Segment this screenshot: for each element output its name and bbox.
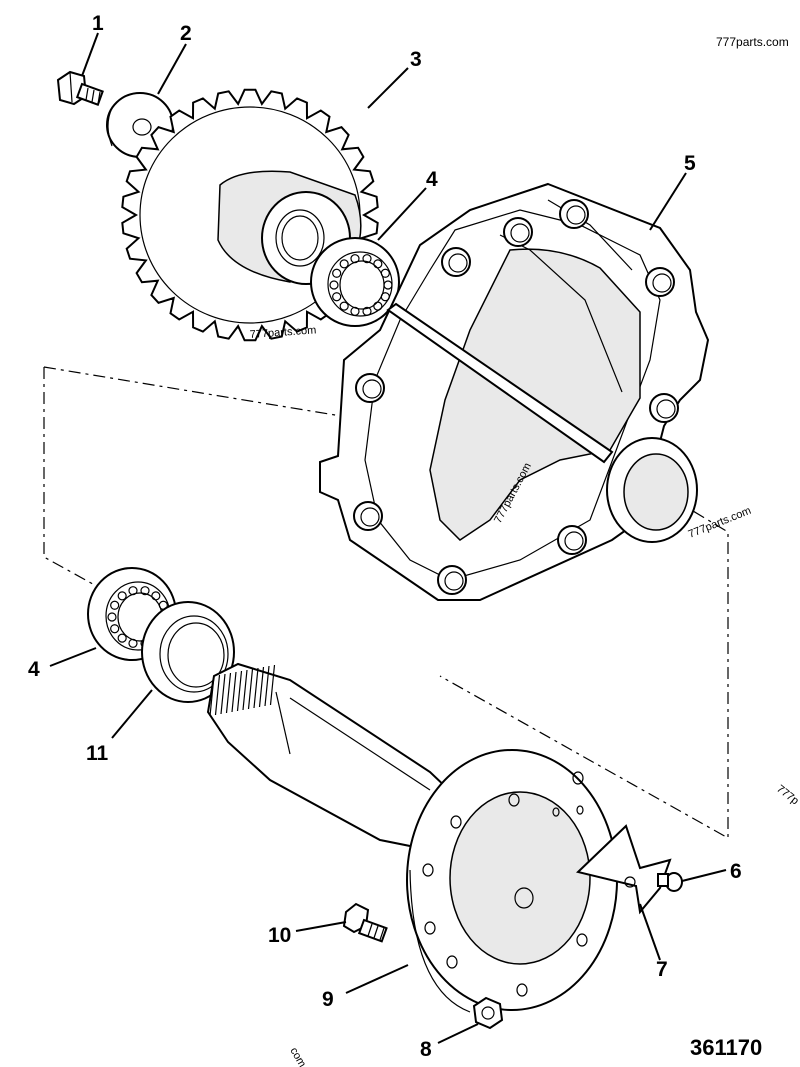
callout-8: 8 <box>420 1038 432 1061</box>
flange-hole <box>424 921 436 935</box>
spline-line <box>253 667 259 709</box>
spline-line <box>247 668 254 710</box>
callout-labels: 1 2 3 4 5 4 11 6 7 10 9 8 <box>28 12 742 1061</box>
watermark-right-edge: 777p <box>774 783 800 808</box>
bearing-ball <box>373 301 383 311</box>
callout-7: 7 <box>656 958 668 981</box>
housing-bolt-hole <box>564 531 584 551</box>
leader-lines <box>49 32 727 1044</box>
figure-number: 361170 <box>690 1035 762 1060</box>
bearing-ball <box>380 268 390 278</box>
watermark-bottom: com <box>287 1046 308 1067</box>
watermark-sprocket: 777parts.com <box>249 324 316 341</box>
bearing-ball <box>383 280 393 290</box>
callout-2: 2 <box>180 22 192 45</box>
flange-hole <box>572 771 584 785</box>
part-bolt-1 <box>56 70 104 106</box>
callout-6: 6 <box>730 860 742 883</box>
flange-hole <box>576 933 588 947</box>
spline-line <box>258 666 265 708</box>
spline-line <box>269 664 276 706</box>
spline-line <box>225 672 232 714</box>
spline-line <box>214 674 221 716</box>
bearing-ball <box>128 586 138 596</box>
callout-1: 1 <box>92 12 104 35</box>
bearing-ball <box>362 254 372 264</box>
bearing-ball <box>110 624 120 634</box>
housing-bolt-hole <box>444 571 464 591</box>
bearing-ball <box>329 280 339 290</box>
housing-bolt-hole <box>362 379 382 399</box>
callout-11: 11 <box>86 742 109 765</box>
callout-9: 9 <box>322 988 334 1011</box>
bearing-ball <box>332 268 342 278</box>
flange-hole <box>450 815 462 829</box>
bearing-ball <box>151 591 161 601</box>
part-housing-5 <box>319 182 710 601</box>
housing-bolt-hole <box>510 223 530 243</box>
callout-10: 10 <box>268 924 291 947</box>
part-seal-11 <box>141 601 235 703</box>
bearing-ball <box>140 586 150 596</box>
flange-hole <box>516 983 528 997</box>
callout-4-upper: 4 <box>426 168 438 191</box>
bearing-ball <box>373 259 383 269</box>
flange-hole <box>508 793 520 807</box>
part-axle-shaft-9 <box>206 662 618 1013</box>
bearing-ball <box>128 638 138 648</box>
bearing-ball <box>107 612 117 622</box>
bearing-ball <box>110 600 120 610</box>
flange-hole <box>576 805 584 815</box>
bearing-ball <box>332 292 342 302</box>
spline-line <box>209 675 215 717</box>
bearing-ball <box>339 259 349 269</box>
spline-line <box>231 671 237 713</box>
part-bolt-10 <box>342 902 388 943</box>
spline-line <box>264 665 270 707</box>
callout-3: 3 <box>410 48 422 71</box>
spline-line <box>236 670 243 712</box>
housing-bolt-hole <box>652 273 672 293</box>
flange-hole <box>552 807 560 817</box>
flange-hole <box>446 955 458 969</box>
bearing-ball <box>117 591 127 601</box>
callout-4-lower: 4 <box>28 658 40 681</box>
watermark-axis: 777parts.com <box>687 505 753 541</box>
housing-bolt-hole <box>448 253 468 273</box>
spline-line <box>220 673 226 715</box>
part-nut-8 <box>472 996 504 1030</box>
bearing-ball <box>380 292 390 302</box>
bearing-ball <box>339 301 349 311</box>
bearing-ball <box>362 306 372 316</box>
bearing-ball <box>117 633 127 643</box>
housing-bolt-hole <box>360 507 380 527</box>
bearing-ball <box>350 306 360 316</box>
housing-bolt-hole <box>656 399 676 419</box>
callout-5: 5 <box>684 152 696 175</box>
watermark-top: 777parts.com <box>716 35 789 49</box>
part-bearing-4-upper <box>310 237 400 327</box>
flange-hole <box>422 863 434 877</box>
spline-line <box>242 669 248 711</box>
bearing-ball <box>350 254 360 264</box>
part-screw-6 <box>657 872 683 892</box>
housing-bolt-hole <box>566 205 586 225</box>
